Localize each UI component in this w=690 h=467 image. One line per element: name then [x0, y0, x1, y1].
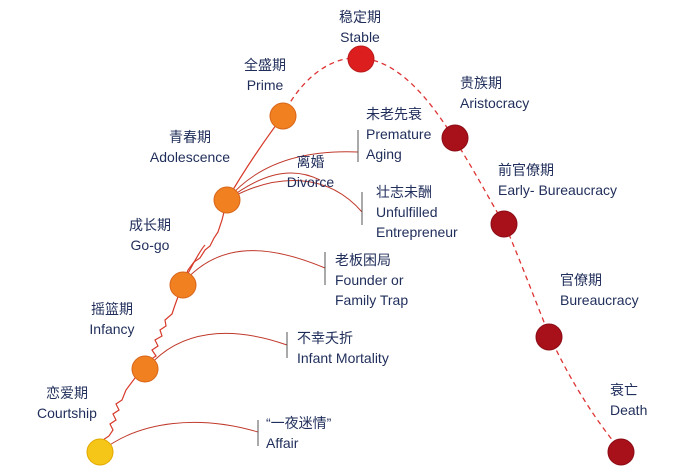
courtship-label-zh: 恋爱期	[46, 385, 88, 401]
infancy-label: 摇篮期 Infancy	[72, 299, 152, 339]
courtship-label-en: Courtship	[37, 405, 97, 421]
premature-aging-branch	[226, 151, 359, 201]
prime-dot	[269, 102, 297, 130]
death-dot	[607, 438, 635, 466]
adolescence-label: 青春期 Adolescence	[140, 127, 240, 167]
affair-label-zh: “一夜迷情”	[266, 415, 332, 431]
founder-trap-label: 老板困局 Founder or Family Trap	[335, 250, 408, 310]
unfulfilled-label-zh: 壮志未酬	[376, 184, 432, 200]
courtship-dot	[86, 438, 114, 466]
bureaucracy-label-zh: 官僚期	[560, 272, 602, 288]
premature-aging-label: 未老先衰 Premature Aging	[366, 104, 431, 164]
early-bureaucracy-dot	[490, 210, 518, 238]
aristocracy-label-en: Aristocracy	[460, 95, 530, 111]
bureaucracy-label-en: Bureaucracy	[560, 292, 639, 308]
early-bureaucracy-label: 前官僚期 Early- Bureaucracy	[498, 160, 617, 200]
founder-trap-label-en2: Family Trap	[335, 292, 409, 308]
founder-trap-label-en1: Founder or	[335, 272, 404, 288]
aristocracy-dot	[441, 124, 469, 152]
unfulfilled-branch	[226, 180, 363, 213]
adolescence-label-en: Adolescence	[149, 149, 231, 165]
prime-label-zh: 全盛期	[244, 57, 286, 73]
infant-mortality-label-zh: 不幸夭折	[297, 330, 353, 346]
growth-curve-gogo-adolescence-wavy	[182, 199, 228, 284]
prime-label: 全盛期 Prime	[225, 55, 305, 95]
gogo-label-zh: 成长期	[129, 217, 171, 233]
divorce-label-en: Divorce	[286, 174, 335, 190]
adolescence-dot	[213, 186, 241, 214]
stable-label-zh: 稳定期	[339, 9, 381, 25]
bureaucracy-dot	[535, 323, 563, 351]
affair-label: “一夜迷情” Affair	[266, 413, 331, 453]
unfulfilled-label: 壮志未酬 Unfulfilled Entrepreneur	[376, 182, 458, 242]
premature-aging-label-zh: 未老先衰	[366, 106, 422, 122]
infancy-label-en: Infancy	[89, 321, 135, 337]
death-label: 衰亡 Death	[610, 380, 647, 420]
infancy-dot	[131, 355, 159, 383]
affair-branch	[99, 421, 259, 453]
growth-curve-courtship-infancy-wavy	[99, 366, 149, 453]
premature-aging-label-en2: Aging	[366, 146, 402, 162]
aristocracy-label: 贵族期 Aristocracy	[460, 73, 529, 113]
unfulfilled-label-en1: Unfulfilled	[376, 204, 438, 220]
infant-mortality-branch	[147, 332, 288, 368]
gogo-label: 成长期 Go-go	[110, 215, 190, 255]
unfulfilled-label-en2: Entrepreneur	[376, 224, 458, 240]
stable-dot	[347, 45, 375, 73]
stable-label: 稳定期 Stable	[320, 7, 400, 47]
infant-mortality-label: 不幸夭折 Infant Mortality	[297, 328, 389, 368]
death-label-zh: 衰亡	[610, 382, 638, 398]
infant-mortality-label-en: Infant Mortality	[297, 350, 389, 366]
prime-label-en: Prime	[246, 77, 284, 93]
early-bureaucracy-label-en: Early- Bureaucracy	[498, 182, 618, 198]
growth-curve-infancy-gogo-wavy	[147, 282, 184, 368]
aristocracy-label-zh: 贵族期	[460, 75, 502, 91]
founder-trap-branch	[182, 250, 326, 284]
adolescence-label-zh: 青春期	[169, 129, 211, 145]
affair-label-en: Affair	[266, 435, 299, 451]
courtship-label: 恋爱期 Courtship	[22, 383, 112, 423]
founder-trap-label-zh: 老板困局	[335, 252, 391, 268]
divorce-label: 离婚 Divorce	[278, 152, 343, 192]
decline-curve	[281, 57, 623, 453]
stable-label-en: Stable	[340, 29, 380, 45]
infancy-label-zh: 摇篮期	[91, 301, 133, 317]
early-bureaucracy-label-zh: 前官僚期	[498, 162, 554, 178]
divorce-label-zh: 离婚	[296, 154, 325, 170]
death-label-en: Death	[610, 402, 648, 418]
bureaucracy-label: 官僚期 Bureaucracy	[560, 270, 639, 310]
premature-aging-label-en1: Premature	[366, 126, 432, 142]
gogo-dot	[169, 271, 197, 299]
gogo-label-en: Go-go	[130, 237, 170, 253]
